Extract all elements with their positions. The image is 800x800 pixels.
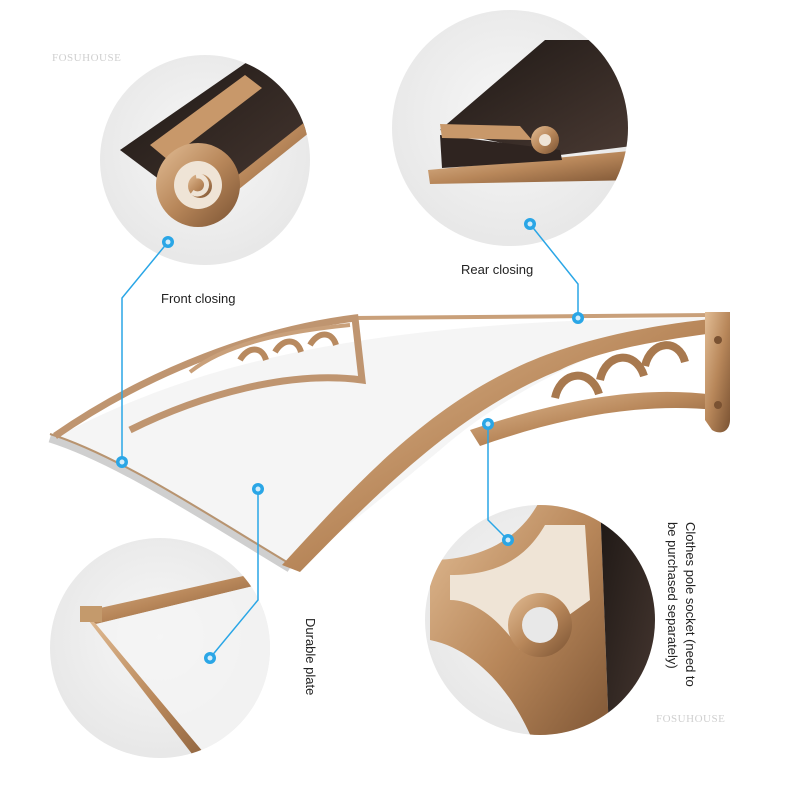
detail-circle-front-closing: [100, 55, 310, 265]
pointer-lines: [121, 223, 579, 659]
detail-circle-rear-closing: [392, 10, 628, 246]
detail-circle-durable-plate: [50, 538, 270, 758]
label-front-closing: Front closing: [161, 291, 236, 306]
brand-watermark-top: FOSUHOUSE: [52, 52, 122, 64]
wall-mount-plate: [705, 312, 730, 433]
label-rear-closing: Rear closing: [461, 262, 534, 277]
detail-circle-clothes-pole-socket: [425, 505, 655, 735]
label-clothes-pole-socket-line1: Clothes pole socket (need to: [683, 522, 698, 687]
label-durable-plate: Durable plate: [303, 618, 318, 696]
canopy-product: [48, 312, 730, 572]
label-clothes-pole-socket-line2: be purchased separately): [665, 522, 680, 669]
polycarbonate-sheet: [55, 318, 715, 570]
brand-watermark-bottom: FOSUHOUSE: [656, 713, 726, 725]
